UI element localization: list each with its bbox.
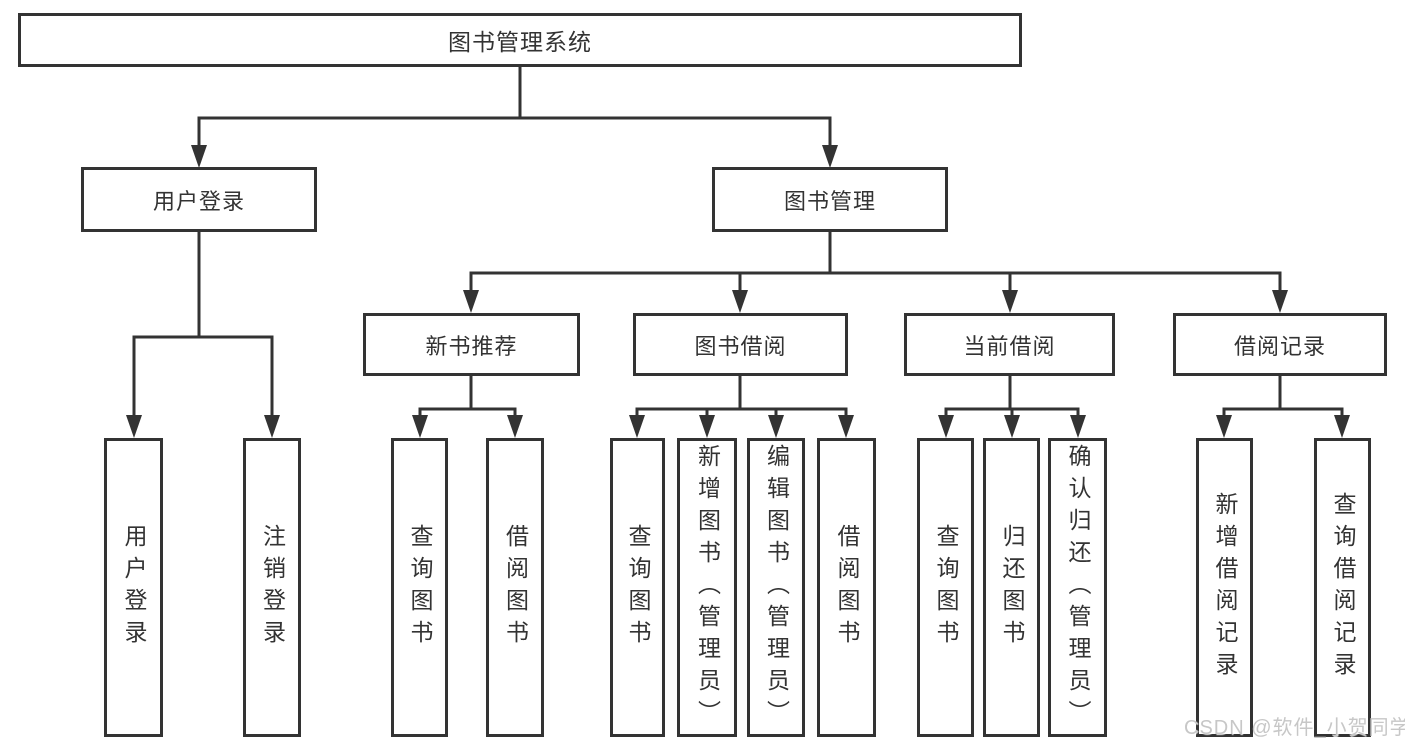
leaf-newbook-borrow-books: 借阅图书	[486, 438, 544, 737]
leaf-edit-books-admin: 编辑图书（管理员）	[747, 438, 805, 737]
leaf-label: 查询借阅记录	[1330, 491, 1356, 684]
leaf-label: 查询图书	[933, 523, 959, 652]
leaf-label: 借阅图书	[502, 523, 529, 652]
leaf-return-books: 归还图书	[983, 438, 1040, 737]
leaf-label: 新增借阅记录	[1212, 491, 1238, 684]
leaf-borrowing-borrow-books: 借阅图书	[817, 438, 876, 737]
leaf-label: 归还图书	[999, 523, 1025, 652]
leaf-label: 新增图书（管理员）	[694, 443, 721, 732]
node-label: 新书推荐	[425, 333, 518, 359]
leaf-add-borrow-record: 新增借阅记录	[1196, 438, 1253, 737]
leaf-label: 借阅图书	[834, 523, 860, 652]
leaf-newbook-query-books: 查询图书	[391, 438, 448, 737]
node-label: 用户登录	[152, 188, 245, 214]
node-label: 图书管理系统	[448, 29, 592, 55]
node-label: 当前借阅	[963, 333, 1056, 359]
node-library-management-system: 图书管理系统	[18, 13, 1022, 67]
node-current-borrowing: 当前借阅	[904, 313, 1115, 376]
leaf-label: 查询图书	[625, 523, 651, 652]
leaf-label: 注销登录	[259, 523, 286, 652]
leaf-current-query-books: 查询图书	[917, 438, 974, 737]
leaf-confirm-return-admin: 确认归还（管理员）	[1048, 438, 1107, 737]
leaf-user-login: 用户登录	[104, 438, 163, 737]
leaf-label: 确认归还（管理员）	[1065, 443, 1091, 732]
leaf-query-borrow-record: 查询借阅记录	[1314, 438, 1371, 737]
node-label: 借阅记录	[1233, 333, 1326, 359]
node-book-management: 图书管理	[712, 167, 948, 232]
tree-edges	[132, 65, 1344, 419]
csdn-watermark: CSDN @软件_小贺同学	[1184, 717, 1405, 739]
leaf-label: 用户登录	[121, 523, 147, 652]
leaf-label: 查询图书	[407, 523, 433, 652]
leaf-label: 编辑图书（管理员）	[763, 443, 790, 732]
node-user-login: 用户登录	[81, 167, 317, 232]
node-book-borrowing: 图书借阅	[633, 313, 848, 376]
node-new-book-recommendation: 新书推荐	[363, 313, 580, 376]
node-label: 图书管理	[783, 188, 876, 214]
node-borrowing-records: 借阅记录	[1173, 313, 1387, 376]
leaf-borrowing-query-books: 查询图书	[610, 438, 665, 737]
leaf-logout: 注销登录	[243, 438, 301, 737]
arrowheads	[126, 145, 1350, 438]
leaf-add-books-admin: 新增图书（管理员）	[677, 438, 737, 737]
node-label: 图书借阅	[694, 333, 787, 359]
